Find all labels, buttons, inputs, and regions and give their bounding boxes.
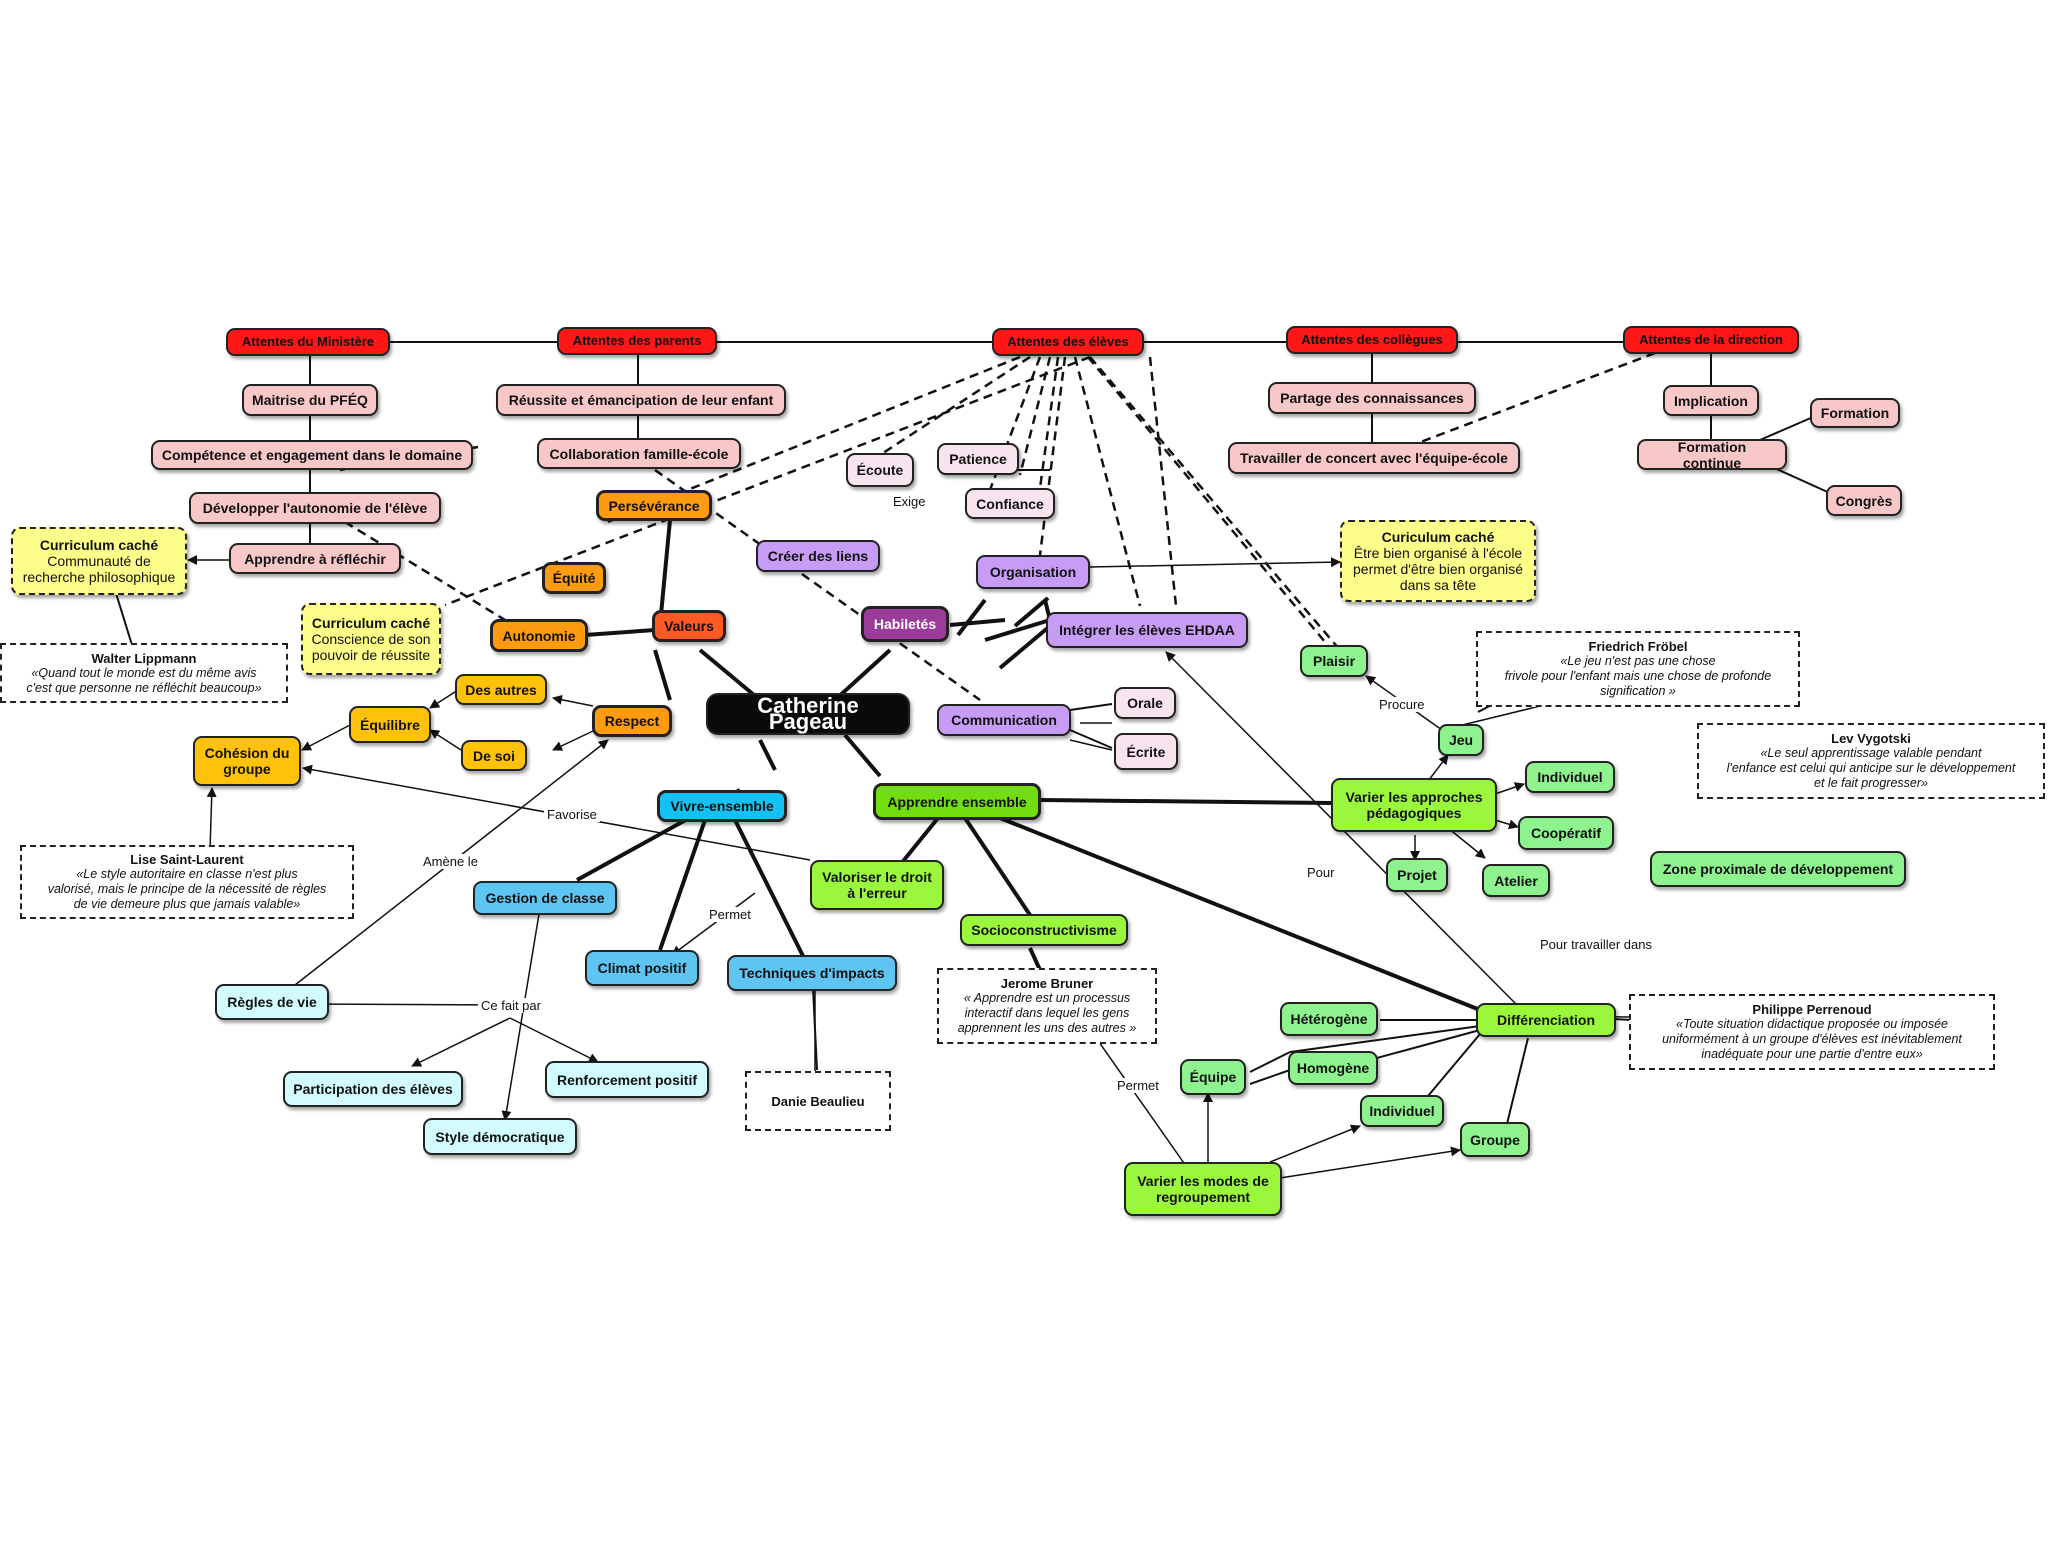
- node-socioconstructivisme[interactable]: Socioconstructivisme: [960, 914, 1128, 946]
- node-apprendre-ensemble[interactable]: Apprendre ensemble: [873, 783, 1041, 820]
- edge-label-amene: Amène le: [420, 854, 481, 869]
- node-zone-proximale[interactable]: Zone proximale de développement: [1650, 851, 1906, 887]
- node-climat-positif[interactable]: Climat positif: [585, 950, 699, 986]
- quote-friedrich-frobel: Friedrich Fröbel«Le jeu n'est pas une ch…: [1476, 631, 1800, 707]
- node-equilibre[interactable]: Équilibre: [349, 706, 431, 743]
- node-collaboration-famille-ecole[interactable]: Collaboration famille-école: [537, 438, 741, 469]
- node-style-democratique[interactable]: Style démocratique: [423, 1118, 577, 1155]
- node-vivre-ensemble[interactable]: Vivre-ensemble: [657, 790, 787, 822]
- node-integrer-ehdaa[interactable]: Intégrer les élèves EHDAA: [1046, 612, 1248, 648]
- node-orale[interactable]: Orale: [1114, 687, 1176, 719]
- node-perseverance[interactable]: Persévérance: [596, 490, 712, 521]
- node-valoriser-erreur[interactable]: Valoriser le droit à l'erreur: [810, 860, 944, 910]
- node-travailler-concert[interactable]: Travailler de concert avec l'équipe-écol…: [1228, 442, 1520, 474]
- edge-label-procure: Procure: [1376, 697, 1428, 712]
- node-participation-eleves[interactable]: Participation des élèves: [283, 1071, 463, 1107]
- edge-label-fait-par: Ce fait par: [478, 998, 544, 1013]
- node-reussite-emancipation[interactable]: Réussite et émancipation de leur enfant: [496, 384, 786, 416]
- quote-lise-saint-laurent: Lise Saint-Laurent«Le style autoritaire …: [20, 845, 354, 919]
- node-organisation[interactable]: Organisation: [976, 555, 1090, 589]
- edge-label-pour: Pour: [1304, 865, 1338, 880]
- node-renforcement-positif[interactable]: Renforcement positif: [545, 1061, 709, 1098]
- expectation-ministry[interactable]: Attentes du Ministère: [226, 328, 390, 356]
- node-individuel-regroupement[interactable]: Individuel: [1360, 1095, 1444, 1127]
- node-ecoute[interactable]: Écoute: [846, 453, 914, 487]
- node-developper-autonomie[interactable]: Développer l'autonomie de l'élève: [189, 492, 441, 524]
- node-differenciation[interactable]: Différenciation: [1476, 1003, 1616, 1037]
- node-respect[interactable]: Respect: [592, 705, 672, 737]
- node-ecrite[interactable]: Écrite: [1114, 733, 1178, 770]
- node-projet[interactable]: Projet: [1386, 858, 1448, 892]
- quote-danie-beaulieu: Danie Beaulieu: [745, 1071, 891, 1131]
- node-valeurs[interactable]: Valeurs: [652, 610, 726, 642]
- node-competence-engagement[interactable]: Compétence et engagement dans le domaine: [151, 440, 473, 470]
- node-groupe[interactable]: Groupe: [1460, 1122, 1530, 1157]
- quote-jerome-bruner: Jerome Bruner« Apprendre est un processu…: [937, 968, 1157, 1044]
- edge-label-permet-2: Permet: [1114, 1078, 1162, 1093]
- node-creer-liens[interactable]: Créer des liens: [756, 540, 880, 572]
- node-de-soi[interactable]: De soi: [461, 740, 527, 771]
- node-cooperatif[interactable]: Coopératif: [1518, 816, 1614, 850]
- node-implication[interactable]: Implication: [1663, 385, 1759, 416]
- node-techniques-impacts[interactable]: Techniques d'impacts: [727, 955, 897, 991]
- edge-label-permet: Permet: [706, 907, 754, 922]
- edge-label-favorise: Favorise: [544, 807, 600, 822]
- node-plaisir[interactable]: Plaisir: [1300, 645, 1368, 677]
- expectation-parents[interactable]: Attentes des parents: [557, 327, 717, 355]
- node-des-autres[interactable]: Des autres: [455, 674, 547, 705]
- expectation-direction[interactable]: Attentes de la direction: [1623, 326, 1799, 354]
- quote-philippe-perrenoud: Philippe Perrenoud«Toute situation didac…: [1629, 994, 1995, 1070]
- expectation-students[interactable]: Attentes des élèves: [992, 328, 1144, 356]
- edge-label-exige: Exige: [890, 494, 929, 509]
- node-atelier[interactable]: Atelier: [1482, 864, 1550, 897]
- node-partage-connaissances[interactable]: Partage des connaissances: [1268, 382, 1476, 414]
- node-maitrise-pfeq[interactable]: Maitrise du PFÉQ: [242, 384, 378, 416]
- edge-label-pour-travailler: Pour travailler dans: [1537, 937, 1655, 952]
- quote-walter-lippmann: Walter Lippmann«Quand tout le monde est …: [0, 643, 288, 703]
- node-confiance[interactable]: Confiance: [965, 488, 1055, 519]
- node-varier-approches[interactable]: Varier les approches pédagogiques: [1331, 778, 1497, 832]
- node-regles-vie[interactable]: Règles de vie: [215, 984, 329, 1020]
- quote-lev-vygotski: Lev Vygotski«Le seul apprentissage valab…: [1697, 723, 2045, 799]
- central-node[interactable]: Catherine Pageau: [706, 693, 910, 735]
- node-congres[interactable]: Congrès: [1826, 485, 1902, 516]
- expectation-colleagues[interactable]: Attentes des collègues: [1286, 326, 1458, 354]
- node-patience[interactable]: Patience: [937, 443, 1019, 475]
- node-equite[interactable]: Équité: [542, 562, 606, 594]
- node-apprendre-reflechir[interactable]: Apprendre à réfléchir: [229, 543, 401, 574]
- node-equipe[interactable]: Équipe: [1180, 1059, 1246, 1095]
- node-cohesion-groupe[interactable]: Cohésion du groupe: [193, 736, 301, 786]
- node-formation-continue[interactable]: Formation continue: [1637, 439, 1787, 471]
- node-heterogene[interactable]: Hétérogène: [1280, 1002, 1378, 1036]
- node-gestion-classe[interactable]: Gestion de classe: [473, 881, 617, 915]
- node-autonomie[interactable]: Autonomie: [490, 619, 588, 652]
- node-formation[interactable]: Formation: [1810, 398, 1900, 428]
- node-jeu[interactable]: Jeu: [1438, 724, 1484, 756]
- node-individuel-approche[interactable]: Individuel: [1525, 761, 1615, 793]
- node-varier-modes[interactable]: Varier les modes de regroupement: [1124, 1162, 1282, 1216]
- node-habiletes[interactable]: Habiletés: [861, 606, 949, 642]
- node-communication[interactable]: Communication: [937, 704, 1071, 736]
- node-homogene[interactable]: Homogène: [1288, 1051, 1378, 1085]
